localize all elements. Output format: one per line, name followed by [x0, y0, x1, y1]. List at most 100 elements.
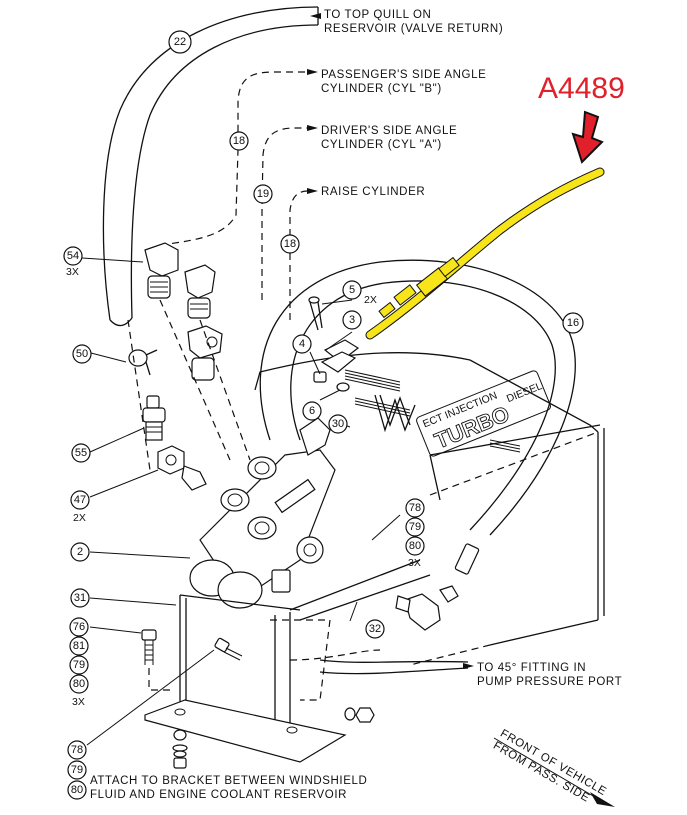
- svg-text:78: 78: [409, 502, 421, 514]
- balloon-32: 32: [365, 619, 385, 639]
- svg-text:80: 80: [71, 784, 83, 796]
- washer-6: [336, 382, 350, 392]
- svg-text:5: 5: [349, 284, 355, 296]
- callout-driver-cylinder: DRIVER'S SIDE ANGLE CYLINDER (CYL "A"): [321, 125, 457, 151]
- svg-text:30: 30: [332, 418, 344, 430]
- svg-text:TO 45° FITTING IN: TO 45° FITTING IN: [477, 662, 586, 674]
- dashed-route-18b: [289, 188, 318, 320]
- tee-fitting: [187, 325, 223, 381]
- part-number-stamp: A4489: [538, 72, 625, 105]
- balloon-78a: 78: [405, 498, 425, 518]
- balloon-30: 30: [328, 414, 348, 434]
- svg-text:81: 81: [73, 640, 85, 652]
- nut-4: [313, 371, 327, 383]
- balloon-79a: 79: [69, 655, 89, 675]
- callout-top-quill: TO TOP QUILL ON RESERVOIR (VALVE RETURN): [324, 9, 503, 35]
- svg-text:4: 4: [299, 338, 305, 350]
- hose-end-fitting: [454, 543, 480, 575]
- clevis-3: [320, 339, 360, 373]
- engine-cover: [254, 352, 605, 666]
- svg-text:PASSENGER'S SIDE ANGLE: PASSENGER'S SIDE ANGLE: [321, 69, 486, 81]
- balloon-19: 19: [253, 184, 273, 204]
- svg-text:18: 18: [284, 238, 296, 250]
- bolt-76: [141, 629, 175, 691]
- svg-text:2X: 2X: [364, 294, 377, 306]
- pump-line-a: [319, 659, 469, 663]
- svg-text:32: 32: [369, 623, 381, 635]
- svg-text:78: 78: [71, 744, 83, 756]
- dashed-route-18a: [159, 69, 318, 246]
- balloon-18b: 18: [280, 234, 300, 254]
- svg-text:TO TOP QUILL ON: TO TOP QUILL ON: [324, 9, 431, 21]
- highlighted-cable: [365, 167, 605, 340]
- elbow-fitting-47: [157, 445, 207, 491]
- svg-text:19: 19: [257, 188, 269, 200]
- balloon-3: 3: [342, 310, 362, 330]
- dashed-route-19: [261, 125, 318, 300]
- balloon-47: 47 2X: [70, 490, 90, 524]
- svg-text:3: 3: [349, 314, 355, 326]
- washer-nut-right: [344, 707, 375, 723]
- hose-22: [102, 6, 319, 327]
- front-of-vehicle-indicator: [493, 737, 615, 807]
- svg-text:22: 22: [174, 36, 186, 48]
- svg-text:79: 79: [71, 764, 83, 776]
- red-arrow-icon: [571, 110, 604, 164]
- svg-text:2X: 2X: [73, 512, 86, 524]
- balloon-16: 16: [562, 312, 584, 334]
- balloon-79c: 79: [67, 760, 87, 780]
- svg-text:DRIVER'S SIDE ANGLE: DRIVER'S SIDE ANGLE: [321, 125, 457, 137]
- balloon-18a: 18: [229, 131, 249, 151]
- svg-text:80: 80: [73, 678, 85, 690]
- svg-text:3X: 3X: [72, 696, 85, 708]
- svg-text:CYLINDER (CYL "B"): CYLINDER (CYL "B"): [321, 83, 442, 95]
- svg-text:18: 18: [233, 135, 245, 147]
- callout-bracket-note: ATTACH TO BRACKET BETWEEN WINDSHIELD FLU…: [90, 775, 367, 801]
- svg-text:RESERVOIR (VALVE RETURN): RESERVOIR (VALVE RETURN): [324, 23, 503, 35]
- engine-badge: ECT INJECTION TURBO DIESEL: [416, 370, 551, 457]
- svg-text:RAISE CYLINDER: RAISE CYLINDER: [321, 186, 425, 198]
- svg-text:2: 2: [77, 546, 83, 558]
- balloon-50: 50: [72, 344, 92, 364]
- balloon-22: 22: [168, 30, 192, 54]
- svg-text:3X: 3X: [66, 266, 79, 278]
- svg-text:6: 6: [309, 405, 315, 417]
- arrow-top-quill: [310, 13, 321, 19]
- pump-line-b: [319, 667, 469, 675]
- callout-front-of-vehicle: FRONT OF VEHICLE FROM PASS. SIDE: [491, 728, 608, 805]
- svg-text:76: 76: [73, 621, 85, 633]
- balloon-76: 76: [69, 617, 89, 637]
- hose-clamp-50: [128, 349, 158, 376]
- valve-block: [189, 417, 336, 609]
- balloon-80a: 80 3X: [69, 674, 89, 708]
- svg-text:79: 79: [73, 659, 85, 671]
- svg-text:3X: 3X: [408, 557, 421, 569]
- washer-nut-stack: [172, 729, 188, 769]
- pin-5: [308, 296, 323, 331]
- svg-text:79: 79: [409, 521, 421, 533]
- balloon-55: 55: [71, 443, 91, 463]
- balloon-2: 2: [70, 542, 90, 562]
- svg-text:31: 31: [74, 592, 86, 604]
- svg-text:50: 50: [76, 348, 88, 360]
- svg-text:ATTACH TO BRACKET BETWEEN WIND: ATTACH TO BRACKET BETWEEN WINDSHIELD: [90, 775, 367, 787]
- svg-text:16: 16: [567, 317, 579, 329]
- callout-pump-port: TO 45° FITTING IN PUMP PRESSURE PORT: [477, 662, 622, 688]
- balloon-78b: 78: [67, 740, 87, 760]
- arrow-pump-port: [463, 663, 474, 669]
- elbow-fitting-54: [144, 242, 179, 299]
- balloon-31: 31: [70, 588, 90, 608]
- svg-text:47: 47: [74, 494, 86, 506]
- svg-text:54: 54: [67, 250, 79, 262]
- balloon-4: 4: [292, 334, 312, 354]
- elbow-fitting-45: [395, 585, 459, 631]
- balloon-80c: 80: [67, 780, 87, 800]
- balloon-81: 81: [69, 636, 89, 656]
- balloon-5: 5 2X: [342, 280, 377, 306]
- svg-text:PUMP PRESSURE PORT: PUMP PRESSURE PORT: [477, 676, 622, 688]
- callout-raise-cylinder: RAISE CYLINDER: [321, 186, 425, 198]
- balloon-6: 6: [302, 401, 322, 421]
